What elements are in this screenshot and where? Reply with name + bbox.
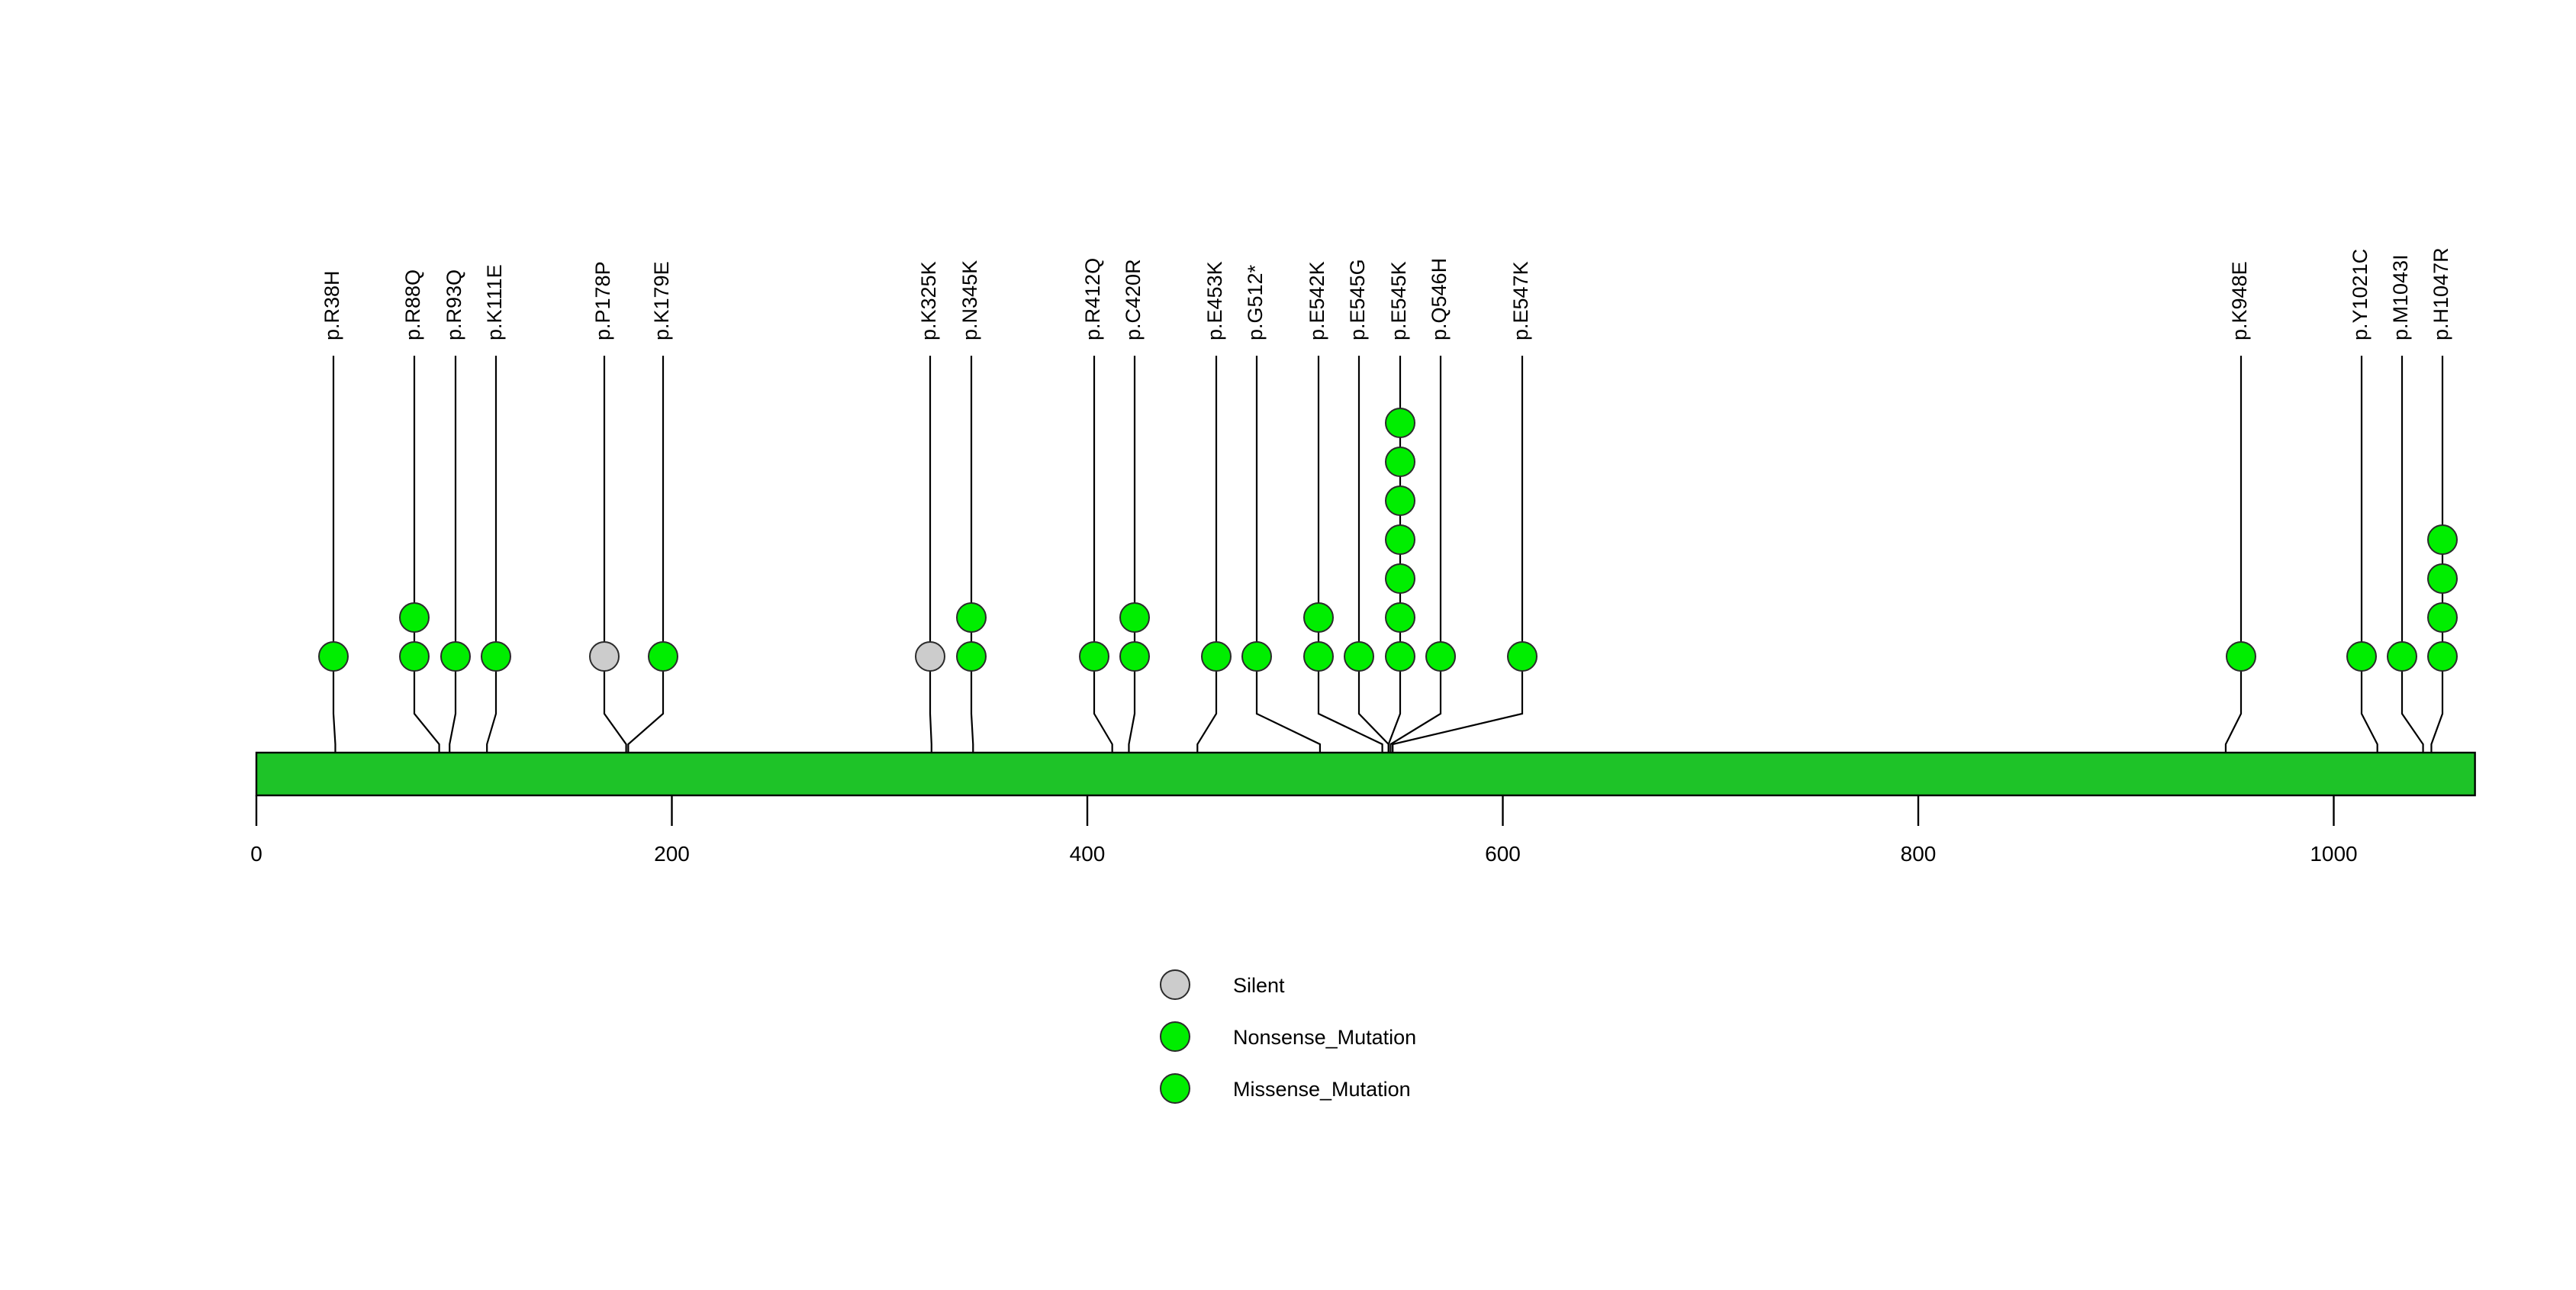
legend-item[interactable]: Nonsense_Mutation bbox=[1160, 1021, 1416, 1052]
legend-label: Nonsense_Mutation bbox=[1233, 1026, 1416, 1049]
mutation-label: p.R38H bbox=[320, 270, 343, 340]
legend-label: Missense_Mutation bbox=[1233, 1078, 1411, 1101]
mutation-label: p.Q546H bbox=[1428, 258, 1451, 340]
mutation-dot[interactable] bbox=[2427, 641, 2458, 672]
mutation-dot[interactable] bbox=[1119, 602, 1150, 633]
mutation-dot[interactable] bbox=[399, 602, 430, 633]
lollipop-dots-group bbox=[318, 408, 2458, 672]
mutation-label: p.K325K bbox=[917, 261, 940, 340]
mutation-label: p.E545K bbox=[1387, 261, 1410, 340]
mutation-dot[interactable] bbox=[1507, 641, 1538, 672]
mutation-label: p.E545G bbox=[1346, 259, 1369, 340]
axis-tick-label: 400 bbox=[1070, 842, 1106, 866]
mutation-dot[interactable] bbox=[956, 602, 987, 633]
mutation-dot[interactable] bbox=[915, 641, 945, 672]
mutation-dot[interactable] bbox=[1201, 641, 1232, 672]
axis-tick-label: 800 bbox=[1901, 842, 1937, 866]
mutation-label: p.P178P bbox=[591, 261, 614, 340]
mutation-dot[interactable] bbox=[1385, 408, 1415, 438]
axis-tick-label: 1000 bbox=[2310, 842, 2357, 866]
legend-swatch bbox=[1160, 1021, 1190, 1052]
mutation-label: p.Y1021C bbox=[2349, 249, 2372, 340]
mutation-dot[interactable] bbox=[1241, 641, 1272, 672]
mutation-dot[interactable] bbox=[1303, 602, 1334, 633]
mutation-label: p.E547K bbox=[1509, 261, 1532, 340]
mutation-label: p.K111E bbox=[483, 264, 506, 340]
mutation-dot[interactable] bbox=[399, 641, 430, 672]
legend-label: Silent bbox=[1233, 974, 1285, 997]
mutation-label: p.R412Q bbox=[1081, 258, 1104, 340]
mutation-dot[interactable] bbox=[1119, 641, 1150, 672]
mutation-label: p.R93Q bbox=[443, 269, 465, 340]
mutation-label: p.C420R bbox=[1122, 259, 1145, 340]
mutation-label: p.N345K bbox=[958, 260, 981, 340]
mutation-dot[interactable] bbox=[1385, 563, 1415, 594]
mutation-dot[interactable] bbox=[1385, 641, 1415, 672]
mutation-dot[interactable] bbox=[1385, 602, 1415, 633]
mutation-dot[interactable] bbox=[589, 641, 620, 672]
legend-item[interactable]: Missense_Mutation bbox=[1160, 1073, 1411, 1104]
mutation-labels-group: p.R38H p.R88Q p.R93Q p.K111E p.P178P p.K179E p… bbox=[320, 247, 2452, 340]
mutation-dot[interactable] bbox=[2346, 641, 2377, 672]
mutation-label: p.K179E bbox=[650, 261, 673, 340]
mutation-dot[interactable] bbox=[648, 641, 678, 672]
mutation-label: p.K948E bbox=[2228, 261, 2251, 340]
mutation-label: p.E453K bbox=[1203, 261, 1226, 340]
mutation-dot[interactable] bbox=[1425, 641, 1456, 672]
mutation-label: p.M1043I bbox=[2389, 254, 2412, 340]
mutation-dot[interactable] bbox=[481, 641, 511, 672]
axis-tick-label: 200 bbox=[654, 842, 690, 866]
mutation-dot[interactable] bbox=[1079, 641, 1109, 672]
x-axis-group: 0 200 400 600 800 1000 bbox=[250, 795, 2358, 866]
mutation-dot[interactable] bbox=[1385, 485, 1415, 516]
mutation-label: p.H1047R bbox=[2429, 247, 2452, 340]
mutation-dot[interactable] bbox=[440, 641, 471, 672]
mutation-label: p.E542K bbox=[1306, 261, 1328, 340]
legend-swatch bbox=[1160, 969, 1190, 1000]
mutation-dot[interactable] bbox=[1303, 641, 1334, 672]
protein-bar-group bbox=[255, 751, 2476, 797]
mutation-dot[interactable] bbox=[2427, 602, 2458, 633]
mutation-dot[interactable] bbox=[2427, 524, 2458, 555]
mutation-dot[interactable] bbox=[1385, 524, 1415, 555]
mutation-dot[interactable] bbox=[1385, 447, 1415, 477]
mutation-label: p.G512* bbox=[1244, 264, 1267, 340]
mutation-dot[interactable] bbox=[1344, 641, 1374, 672]
mutation-dot[interactable] bbox=[318, 641, 349, 672]
mutation-dot[interactable] bbox=[2226, 641, 2256, 672]
mutation-label: p.R88Q bbox=[401, 269, 424, 340]
axis-tick-label: 0 bbox=[250, 842, 262, 866]
protein-domain-bar[interactable] bbox=[255, 751, 2476, 797]
mutation-dot[interactable] bbox=[2387, 641, 2417, 672]
axis-tick-label: 600 bbox=[1485, 842, 1521, 866]
legend-item[interactable]: Silent bbox=[1160, 969, 1285, 1000]
mutation-dot[interactable] bbox=[2427, 563, 2458, 594]
mutation-dot[interactable] bbox=[956, 641, 987, 672]
legend-swatch bbox=[1160, 1073, 1190, 1104]
